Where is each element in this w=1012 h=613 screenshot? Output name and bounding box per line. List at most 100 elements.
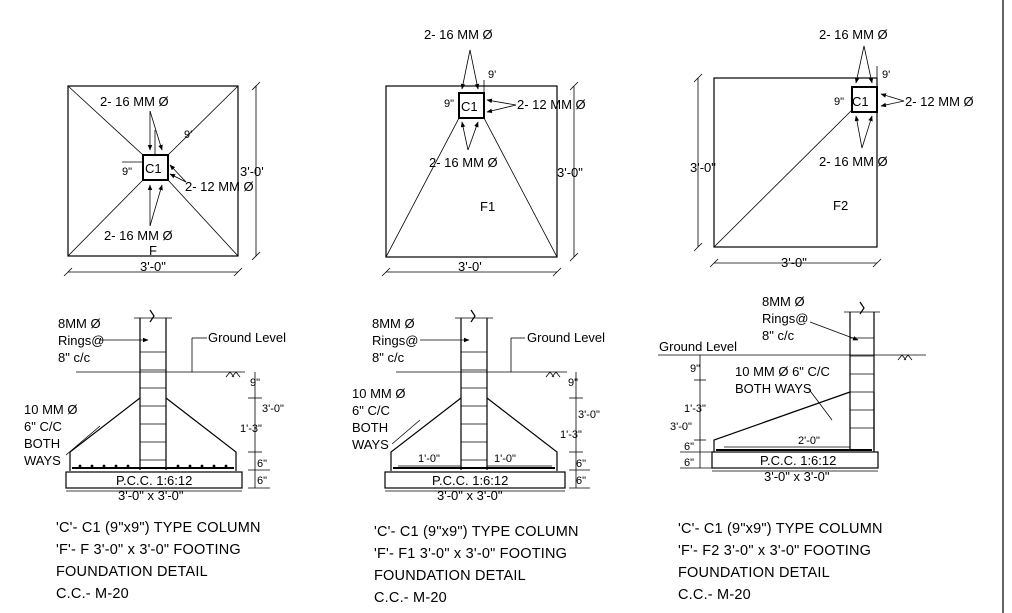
plan-f1-footing-outline — [385, 85, 558, 258]
section-f2-rings — [850, 337, 874, 429]
plan-f-col-dim-h: 9' — [184, 129, 192, 141]
section-f1-mesh-l3: BOTH — [352, 420, 388, 435]
section-f2-mesh-l1: 10 MM Ø 6" C/C — [735, 364, 830, 379]
plan-f-footing-outline — [67, 85, 239, 257]
caption-f-line-1: 'C'- C1 (9"x9") TYPE COLUMN — [56, 520, 261, 536]
section-f1-mesh-l4: WAYS — [352, 437, 389, 452]
plan-f1-column-label: C1 — [461, 99, 478, 114]
section-f1-rings-l2: Rings@ — [372, 333, 418, 348]
plan-f-column — [142, 154, 169, 181]
section-f-mesh-l2: 6" C/C — [24, 419, 62, 434]
plan-f2: C1 2- 16 MM Ø 2- 12 MM Ø 2- 16 MM Ø F2 9… — [690, 27, 974, 270]
section-f1-pcc — [384, 471, 566, 489]
section-f2-dim-1-3: 1'-3" — [684, 403, 706, 415]
plan-f-bottom-bars: 2- 16 MM Ø — [104, 228, 173, 243]
section-f-base-label: 3'-0" x 3'-0" — [118, 488, 184, 503]
caption-f1-line-3: FOUNDATION DETAIL — [374, 568, 526, 584]
caption-f-line-2: 'F'- F 3'-0" x 3'-0" FOOTING — [56, 542, 241, 558]
plan-f1-name: F1 — [480, 199, 495, 214]
section-f-rings-l2: Rings@ — [58, 333, 104, 348]
plan-f2-top-bars: 2- 16 MM Ø — [819, 27, 888, 42]
plan-f-side-bars: 2- 12 MM Ø — [185, 179, 254, 194]
section-f2-dim-3-0: 3'-0" — [670, 421, 692, 433]
plan-f1-base-dim: 3'-0' — [458, 259, 482, 274]
caption-f2: 'C'- C1 (9"x9") TYPE COLUMN 'F'- F2 3'-0… — [678, 521, 883, 603]
plan-f2-bottom-bars: 2- 16 MM Ø — [819, 154, 888, 169]
section-f2-dim-6a: 6" — [684, 441, 694, 453]
plan-f2-column-label: C1 — [852, 94, 869, 109]
section-f2-pcc — [711, 451, 879, 469]
plan-f: C1 2- 16 MM Ø 2- 12 MM Ø 2- 16 MM Ø F 9"… — [63, 81, 264, 277]
section-f1-rings-l1: 8MM Ø — [372, 316, 415, 331]
section-f-mesh-dots — [78, 464, 228, 468]
caption-f-line-3: FOUNDATION DETAIL — [56, 564, 208, 580]
section-f-pcc — [65, 471, 243, 489]
section-f1-offset-left: 1'-0" — [418, 453, 440, 465]
plan-f-base-dim: 3'-0" — [140, 259, 166, 274]
plan-f1-side-dim: 3'-0" — [557, 165, 583, 180]
caption-f1-line-2: 'F'- F1 3'-0" x 3'-0" FOOTING — [374, 546, 567, 562]
section-f2-dim-9: 9" — [690, 363, 700, 375]
section-f2-base-label: 3'-0" x 3'-0" — [764, 469, 830, 484]
section-f-ground-label: Ground Level — [208, 330, 286, 345]
section-f2-offset: 2'-0" — [798, 435, 820, 447]
plan-f2-col-dim-w: 9" — [834, 96, 844, 108]
section-f-mesh-l4: WAYS — [24, 453, 61, 468]
section-f2-pcc-label: P.C.C. 1:6:12 — [760, 453, 836, 468]
section-f1-ground-label: Ground Level — [527, 330, 605, 345]
plan-f-col-dim-w: 9" — [122, 166, 132, 178]
section-f1-mesh-l1: 10 MM Ø — [352, 386, 405, 401]
caption-f-line-4: C.C.- M-20 — [56, 586, 129, 602]
section-f2-dim-6b: 6" — [684, 457, 694, 469]
section-f-pcc-label: P.C.C. 1:6:12 — [116, 473, 192, 488]
caption-f2-line-1: 'C'- C1 (9"x9") TYPE COLUMN — [678, 521, 883, 537]
section-f-dim-6a: 6" — [257, 458, 267, 470]
caption-f2-line-2: 'F'- F2 3'-0" x 3'-0" FOOTING — [678, 543, 871, 559]
section-f-dim-6b: 6" — [257, 475, 267, 487]
plan-f1-side-bars: 2- 12 MM Ø — [517, 97, 586, 112]
plan-f1-top-bars: 2- 16 MM Ø — [424, 27, 493, 42]
section-f-mesh-l3: BOTH — [24, 436, 60, 451]
plan-f2-footing-outline — [713, 77, 878, 248]
section-f1-dim-1-3: 1'-3" — [560, 429, 582, 441]
plan-f1-col-dim-w: 9" — [444, 98, 454, 110]
section-f1-base-label: 3'-0" x 3'-0" — [437, 488, 503, 503]
section-f2-ground-label: Ground Level — [659, 339, 737, 354]
plan-f2-column — [851, 86, 878, 113]
section-f1-dim-6b: 6" — [576, 475, 586, 487]
plan-f1-col-dim-h: 9' — [488, 69, 496, 81]
caption-f1: 'C'- C1 (9"x9") TYPE COLUMN 'F'- F1 3'-0… — [374, 524, 579, 606]
section-f-dim-1-3: 1'-3" — [240, 423, 262, 435]
section-f2-rings-l1: 8MM Ø — [762, 294, 805, 309]
plan-f2-base-dim: 3'-0" — [781, 255, 807, 270]
caption-f1-line-1: 'C'- C1 (9"x9") TYPE COLUMN — [374, 524, 579, 540]
section-f2: P.C.C. 1:6:12 Ground Level 8MM Ø Rings@ … — [658, 294, 926, 484]
section-f-rings — [140, 351, 166, 461]
plan-f-side-dim: 3'-0' — [240, 164, 264, 179]
section-f2-mesh-l2: BOTH WAYS — [735, 381, 812, 396]
plan-f2-name: F2 — [833, 198, 848, 213]
caption-f2-line-4: C.C.- M-20 — [678, 587, 751, 603]
section-f-rings-l3: 8" c/c — [58, 350, 91, 365]
section-f1-mesh-l2: 6" C/C — [352, 403, 390, 418]
section-f1-dim-9: 9" — [568, 377, 578, 389]
caption-f: 'C'- C1 (9"x9") TYPE COLUMN 'F'- F 3'-0"… — [56, 520, 261, 602]
section-f1-offset-right: 1'-0" — [494, 453, 516, 465]
section-f-dim-3-0: 3'-0" — [262, 403, 284, 415]
section-f-mesh-l1: 10 MM Ø — [24, 402, 77, 417]
section-f1-rings — [461, 351, 487, 461]
section-f1: P.C.C. 1:6:12 Ground Level 8MM Ø Rings@ … — [352, 309, 605, 503]
section-f1-rings-l3: 8" c/c — [372, 350, 405, 365]
plan-f1-bottom-bars: 2- 16 MM Ø — [429, 155, 498, 170]
caption-f1-line-4: C.C.- M-20 — [374, 590, 447, 606]
section-f1-dim-3-0: 3'-0" — [578, 409, 600, 421]
plan-f1-column — [458, 92, 485, 119]
section-f1-dim-6a: 6" — [576, 458, 586, 470]
section-f1-pcc-label: P.C.C. 1:6:12 — [432, 473, 508, 488]
plan-f2-side-dim: 3'-0" — [690, 160, 716, 175]
plan-f2-side-bars: 2- 12 MM Ø — [905, 94, 974, 109]
section-f-rings-l1: 8MM Ø — [58, 316, 101, 331]
section-f: P.C.C. 1:6:12 Ground Level 8MM Ø Rings@ … — [24, 309, 286, 503]
caption-f2-line-3: FOUNDATION DETAIL — [678, 565, 830, 581]
